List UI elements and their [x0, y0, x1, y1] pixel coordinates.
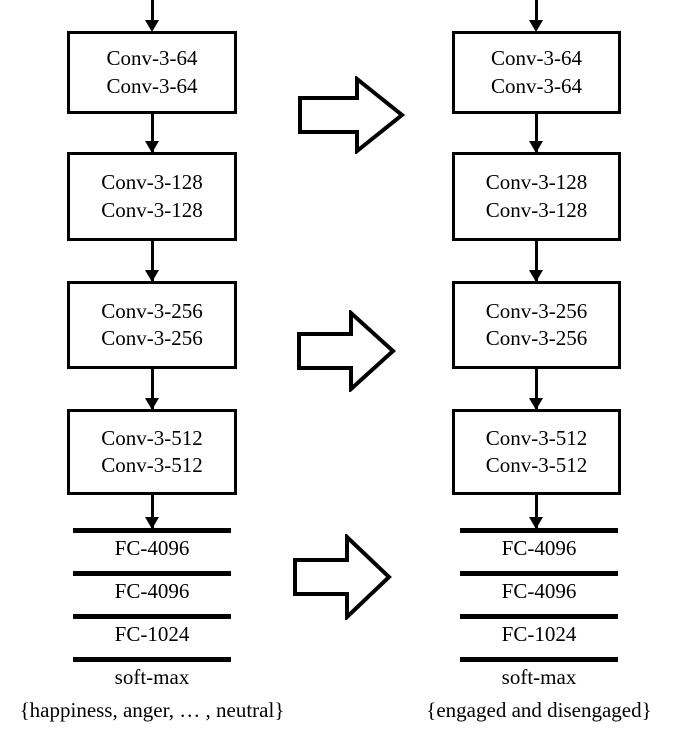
conv-block-1-line-2: Conv-3-64: [106, 73, 198, 98]
fc-bar-2: [460, 571, 618, 576]
conv-block-4: Conv-3-512 Conv-3-512: [452, 409, 621, 495]
conv-block-3-line-2: Conv-3-256: [485, 326, 588, 350]
fc-layer-3-label: FC-1024: [114, 622, 190, 646]
conv-block-1: Conv-3-64 Conv-3-64: [452, 31, 621, 114]
right-network-column: Conv-3-64 Conv-3-64 Conv-3-128 Conv-3-12…: [385, 0, 689, 747]
conv-block-3: Conv-3-256 Conv-3-256: [452, 281, 621, 369]
fc-bar-1: [460, 528, 618, 533]
conv-block-4-line-2: Conv-3-512: [485, 453, 588, 477]
conv-block-2: Conv-3-128 Conv-3-128: [452, 152, 621, 241]
transfer-arrow-1: [297, 76, 405, 154]
conv-block-2-line-1: Conv-3-128: [485, 170, 588, 195]
fc-layer-1-label: FC-4096: [501, 536, 577, 560]
conv-block-3-line-1: Conv-3-256: [485, 298, 588, 323]
fc-layer-3-label: FC-1024: [501, 622, 577, 646]
fc-bar-4: [460, 657, 618, 662]
fc-bar-2: [73, 571, 231, 576]
fc-layer-2-label: FC-4096: [114, 579, 190, 603]
conv-block-2-line-1: Conv-3-128: [101, 170, 203, 195]
conv-block-2-line-2: Conv-3-128: [485, 197, 588, 222]
output-classes-label: {happiness, anger, … , neutral}: [19, 698, 285, 722]
conv-block-4-line-1: Conv-3-512: [101, 425, 203, 450]
conv-block-2-line-2: Conv-3-128: [101, 197, 203, 222]
fc-bar-3: [73, 614, 231, 619]
transfer-arrow-2: [296, 310, 396, 392]
left-network-column: Conv-3-64 Conv-3-64 Conv-3-128 Conv-3-12…: [0, 0, 300, 747]
fc-bar-3: [460, 614, 618, 619]
conv-block-1: Conv-3-64 Conv-3-64: [67, 31, 237, 114]
conv-block-3-line-1: Conv-3-256: [101, 298, 203, 323]
softmax-label: soft-max: [114, 665, 190, 689]
conv-block-1-line-1: Conv-3-64: [491, 46, 582, 71]
conv-block-3-line-2: Conv-3-256: [101, 326, 203, 350]
conv-block-3: Conv-3-256 Conv-3-256: [67, 281, 237, 369]
fc-bar-4: [73, 657, 231, 662]
softmax-label: soft-max: [501, 665, 577, 689]
transfer-arrow-3: [292, 534, 392, 620]
fc-bar-1: [73, 528, 231, 533]
fc-layer-1-label: FC-4096: [114, 536, 190, 560]
conv-block-1-line-2: Conv-3-64: [491, 73, 582, 98]
conv-block-2: Conv-3-128 Conv-3-128: [67, 152, 237, 241]
fc-layer-2-label: FC-4096: [501, 579, 577, 603]
conv-block-4-line-1: Conv-3-512: [485, 425, 588, 450]
conv-block-1-line-1: Conv-3-64: [106, 46, 198, 71]
conv-block-4-line-2: Conv-3-512: [101, 453, 203, 477]
conv-block-4: Conv-3-512 Conv-3-512: [67, 409, 237, 495]
output-classes-label: {engaged and disengaged}: [426, 698, 652, 722]
